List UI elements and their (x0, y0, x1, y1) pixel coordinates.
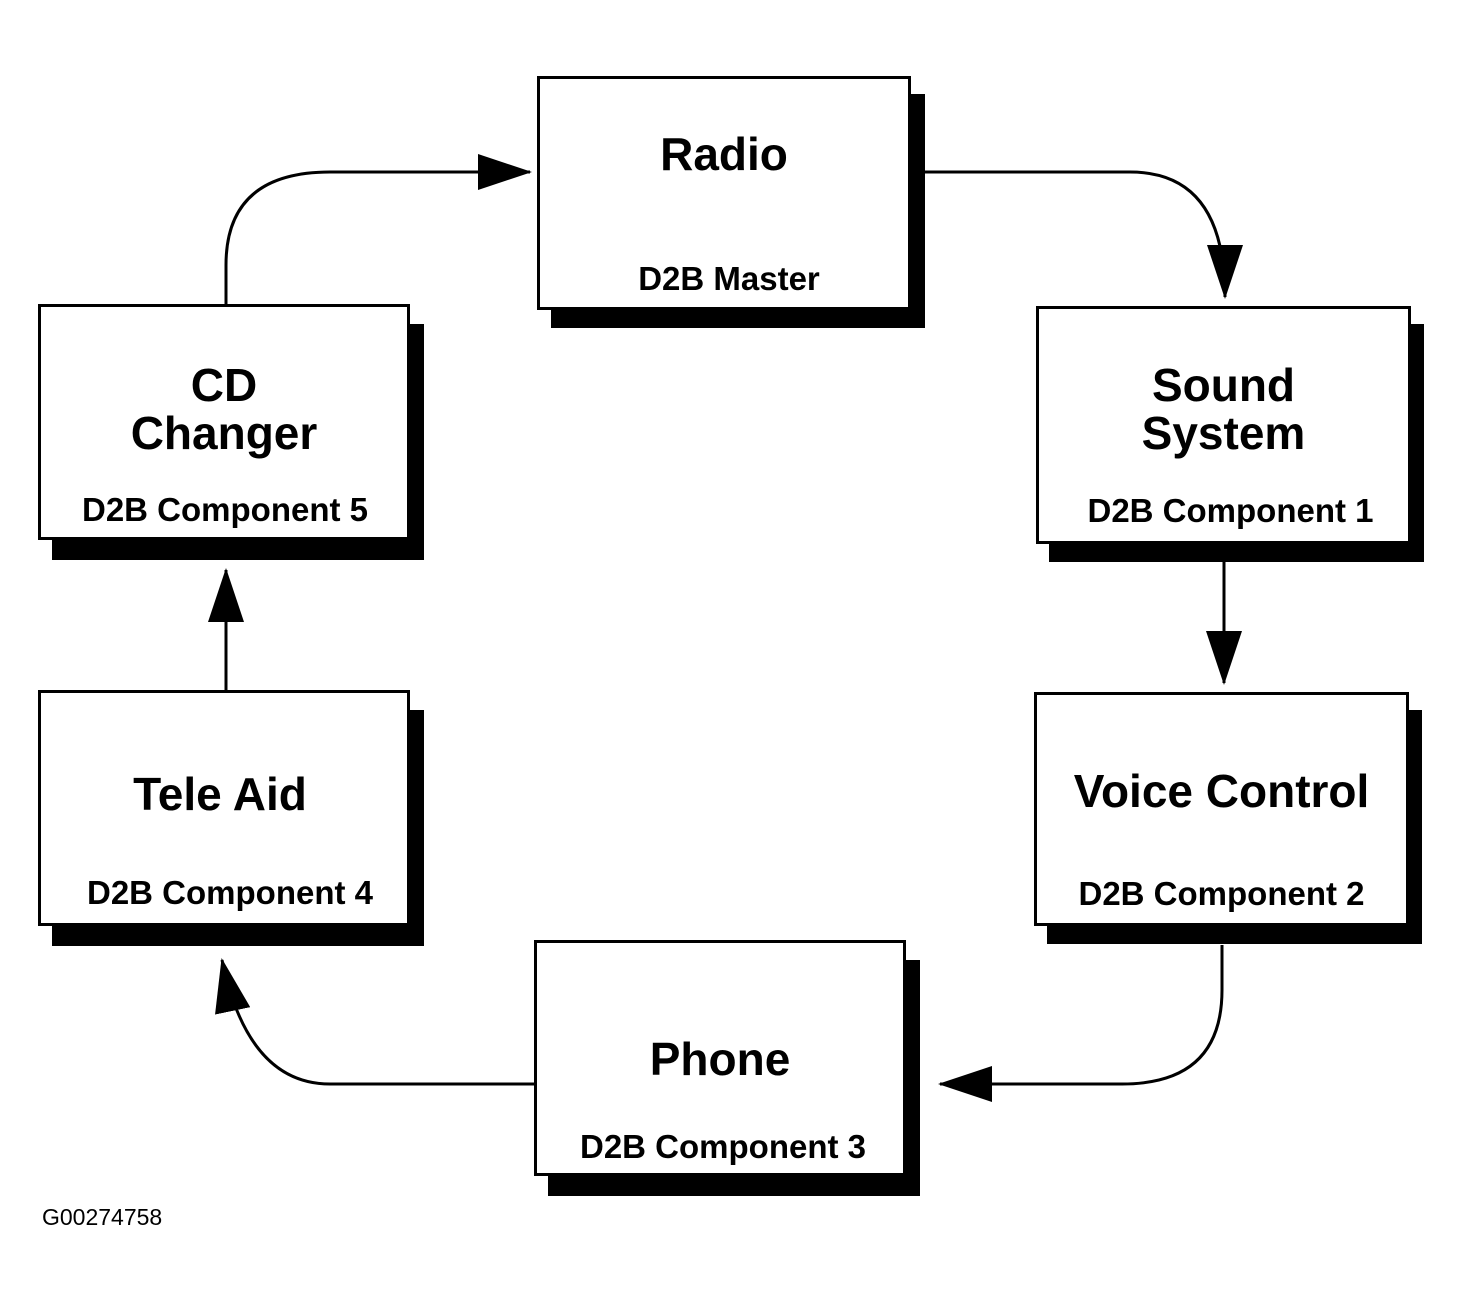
node-subtitle: D2B Component 5 (81, 491, 368, 528)
node-radio: Radio D2B Master (537, 76, 925, 328)
node-box: Voice Control D2B Component 2 (1034, 692, 1409, 926)
node-sound-system: Sound System D2B Component 1 (1036, 306, 1424, 562)
node-title: Radio (660, 128, 788, 180)
node-title: Tele Aid (133, 768, 307, 820)
node-box: Sound System D2B Component 1 (1036, 306, 1411, 544)
node-phone: Phone D2B Component 3 (534, 940, 920, 1196)
node-title: Sound System (1141, 359, 1306, 459)
node-subtitle: D2B Master (638, 260, 820, 297)
node-box: Radio D2B Master (537, 76, 911, 310)
node-box: CD Changer D2B Component 5 (38, 304, 410, 540)
edge-phone-to-tele-aid (215, 958, 535, 1086)
node-box: Tele Aid D2B Component 4 (38, 690, 410, 926)
node-title: Phone (649, 1033, 791, 1085)
node-box: Phone D2B Component 3 (534, 940, 906, 1176)
node-title: Voice Control (1073, 765, 1370, 817)
node-title: CD Changer (130, 359, 318, 459)
edge-radio-to-sound-system (925, 170, 1243, 299)
node-subtitle: D2B Component 2 (1078, 875, 1365, 912)
node-subtitle: D2B Component 1 (1087, 492, 1374, 529)
node-tele-aid: Tele Aid D2B Component 4 (38, 690, 424, 946)
node-voice-control: Voice Control D2B Component 2 (1034, 692, 1422, 944)
node-subtitle: D2B Component 3 (579, 1128, 866, 1165)
node-cd-changer: CD Changer D2B Component 5 (38, 304, 424, 560)
edge-cd-changer-to-radio (224, 154, 532, 304)
node-subtitle: D2B Component 4 (86, 874, 373, 911)
figure-id: G00274758 (42, 1204, 163, 1230)
edge-voice-control-to-phone (938, 945, 1224, 1102)
